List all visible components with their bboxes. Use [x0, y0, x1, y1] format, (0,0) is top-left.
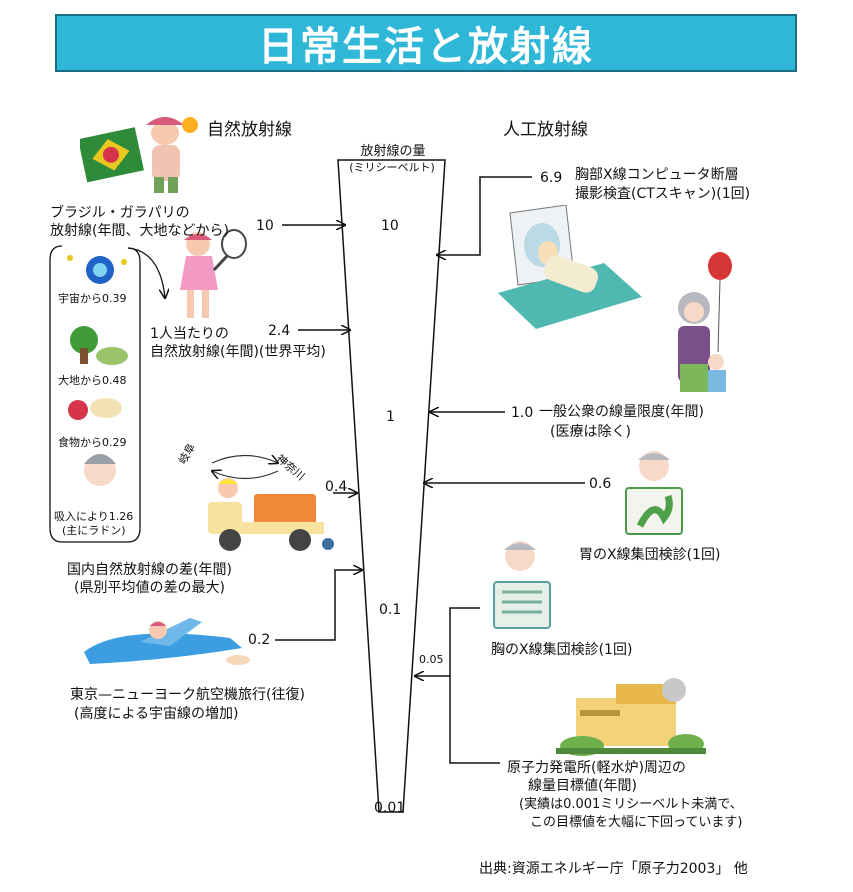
stomach-label: 胃のX線集団検診(1回)	[579, 547, 721, 563]
chest-value: 0.05	[419, 653, 444, 666]
ct-label-1: 胸部X線コンピュータ断層	[575, 167, 739, 183]
brazil-value: 10	[256, 218, 274, 234]
domestic-value: 0.4	[325, 479, 348, 495]
food-icon	[68, 400, 88, 420]
scale-10: 10	[381, 218, 399, 234]
chest-label: 胸のX線集団検診(1回)	[491, 642, 633, 658]
ct-label-2: 撮影検査(CTスキャン)(1回)	[575, 186, 751, 202]
earth-tree-icon	[70, 326, 98, 354]
funnel-unit: (ミリシーベルト)	[349, 161, 435, 174]
public-limit-label-2: (医療は除く)	[550, 424, 631, 440]
natural-radiation-header: 自然放射線	[207, 120, 292, 140]
stomach-xray-illustration	[625, 451, 683, 535]
arrow-flight	[275, 570, 362, 641]
tennis-girl-illustration	[180, 229, 247, 318]
title-banner: 日常生活と放射線	[55, 14, 797, 72]
brazil-farmer-illustration	[80, 117, 198, 193]
breakdown-food: 食物から0.29	[58, 436, 127, 449]
arrow-chest	[415, 607, 480, 676]
scale-0-01: 0.01	[374, 800, 406, 816]
airplane-illustration	[84, 618, 250, 665]
truck-illustration	[208, 478, 334, 551]
breakdown-ground: 大地から0.48	[58, 374, 127, 387]
funnel-label: 放射線の量	[360, 144, 426, 159]
ct-value: 6.9	[540, 170, 563, 186]
page-title: 日常生活と放射線	[258, 24, 594, 70]
breakdown-bracket	[49, 245, 141, 543]
grandmother-balloon-illustration	[678, 252, 732, 392]
breakdown-inhalation: 吸入により1.26	[54, 510, 134, 523]
plant-label-1: 原子力発電所(軽水炉)周辺の	[507, 760, 686, 776]
public-limit-value: 1.0	[511, 405, 534, 421]
plant-note-2: この目標値を大幅に下回っています)	[530, 815, 743, 830]
brazil-label-1: ブラジル・ガラパリの	[50, 205, 190, 221]
public-limit-label-1: 一般公衆の線量限度(年間)	[539, 404, 704, 420]
line-plant	[449, 676, 500, 764]
brazil-label-2: 放射線(年間、大地などから)	[50, 223, 229, 239]
stomach-value: 0.6	[589, 476, 612, 492]
world-average-value: 2.4	[268, 323, 291, 339]
breakdown-cosmic: 宇宙から0.39	[58, 292, 127, 305]
scale-0-1: 0.1	[379, 602, 402, 618]
world-average-label-1: 1人当たりの	[150, 326, 229, 342]
breakdown-arrow	[127, 247, 165, 298]
route-arrow	[211, 456, 278, 464]
flight-label-1: 東京—ニューヨーク航空機旅行(往復)	[70, 687, 305, 703]
power-plant-illustration	[556, 678, 706, 756]
world-average-label-2: 自然放射線(年間)(世界平均)	[150, 344, 326, 360]
breakdown-inhalation-note: (主にラドン)	[62, 524, 126, 537]
chest-xray-illustration	[493, 541, 551, 629]
domestic-label-2: (県別平均値の差の最大)	[74, 580, 225, 596]
artificial-radiation-header: 人工放射線	[503, 120, 588, 140]
breakdown-illustrations	[67, 255, 128, 486]
dose-funnel	[337, 159, 446, 813]
flight-value: 0.2	[248, 632, 271, 648]
domestic-label-1: 国内自然放射線の差(年間)	[67, 562, 232, 578]
plant-note-1: (実績は0.001ミリシーベルト未満で、	[519, 797, 743, 812]
route-arrow-back	[212, 471, 279, 479]
scale-1: 1	[386, 409, 395, 425]
ct-scan-illustration	[498, 205, 642, 329]
arrow-ct	[437, 176, 532, 255]
flight-label-2: (高度による宇宙線の増加)	[74, 706, 239, 722]
source-citation: 出典:資源エネルギー庁「原子力2003」 他	[479, 861, 748, 877]
plant-label-2: 線量目標値(年間)	[528, 778, 637, 794]
